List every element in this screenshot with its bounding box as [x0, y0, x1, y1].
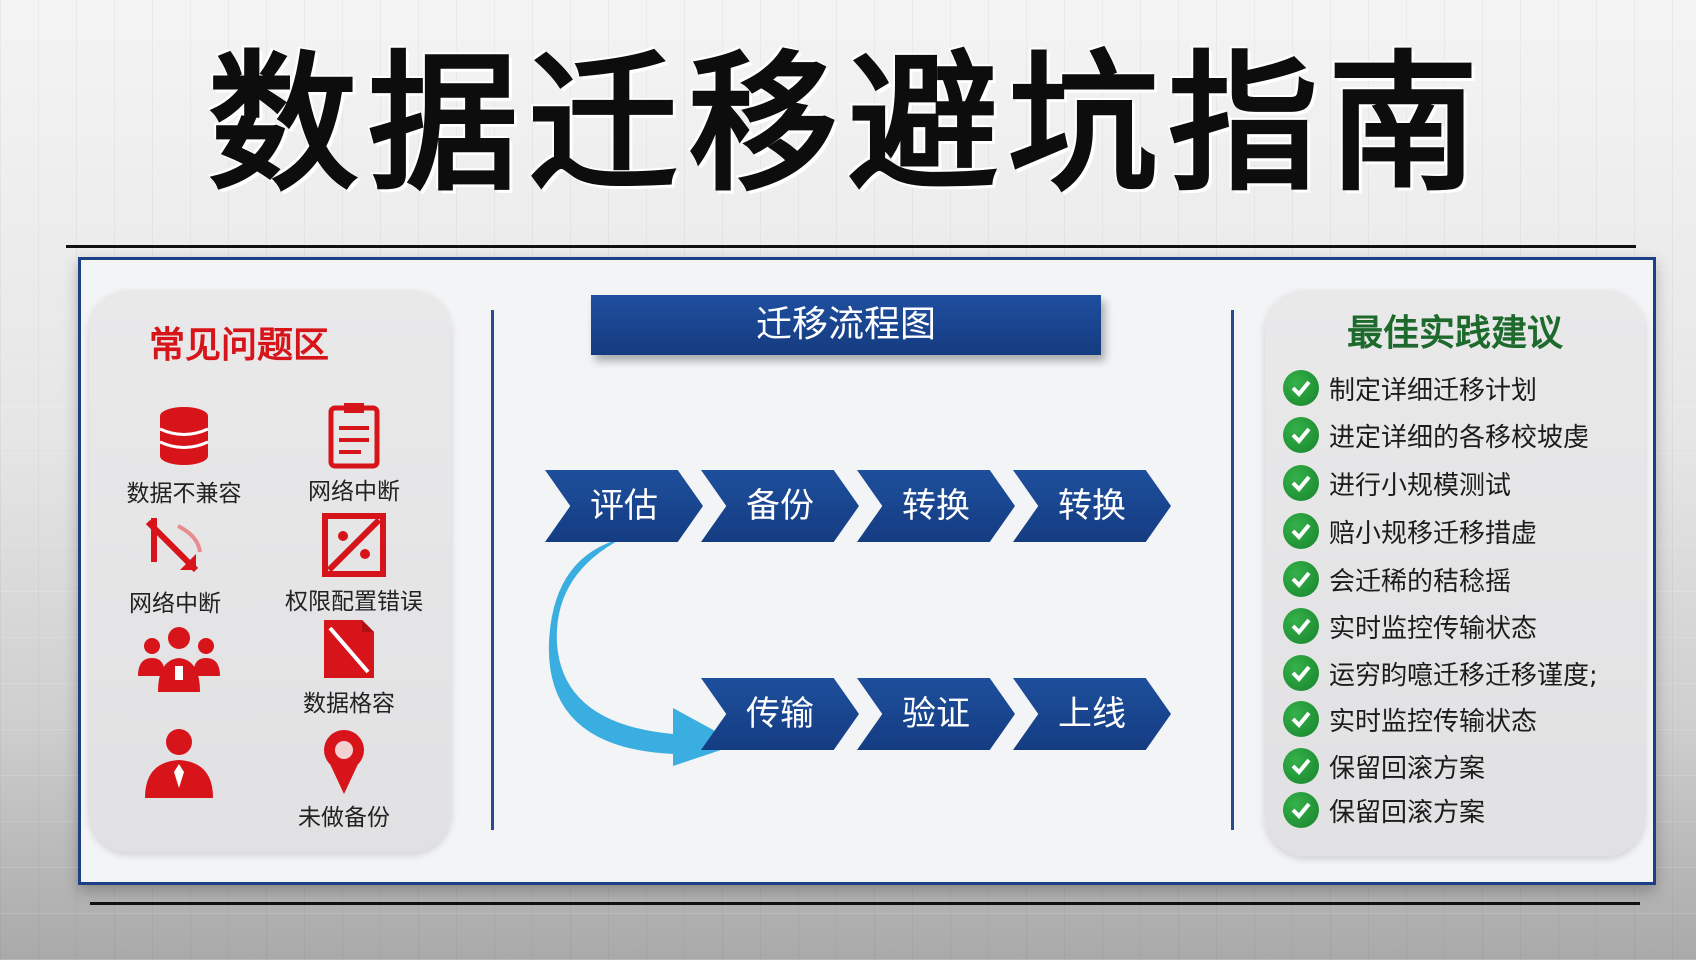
- tip-label: 保留回滚方案: [1329, 797, 1486, 828]
- issue-item: [89, 726, 269, 800]
- check-icon: [1283, 513, 1319, 549]
- bottom-rule: [90, 902, 1640, 905]
- flow-step-convert: 转换: [857, 470, 1015, 542]
- tip-item: 赔小规移迁移措虚: [1283, 511, 1643, 551]
- clipboard-icon: [328, 403, 380, 469]
- location-pin-icon: [324, 730, 364, 794]
- check-icon: [1283, 370, 1319, 406]
- main-title: 数据迁移避坑指南: [207, 38, 1488, 212]
- broken-link-icon: [145, 518, 202, 573]
- issue-item: 数据不兼容: [94, 402, 274, 508]
- issue-label: 网络中断: [129, 591, 221, 617]
- top-rule: [66, 245, 1636, 248]
- person-icon: [145, 729, 213, 798]
- tip-item: 进定详细的各移校坡虔: [1283, 415, 1643, 455]
- tip-label: 进行小规模测试: [1329, 470, 1512, 501]
- tip-label: 会迁稀的秸稔摇: [1329, 566, 1512, 597]
- check-icon: [1283, 655, 1319, 691]
- best-practices-title: 最佳实践建议: [1346, 313, 1563, 354]
- issue-item: 网络中断: [264, 400, 444, 506]
- flow-title: 迁移流程图: [591, 295, 1101, 355]
- issue-label: 未做备份: [298, 805, 390, 831]
- issue-item: 网络中断: [85, 512, 265, 618]
- tip-label: 赔小规移迁移措虚: [1329, 518, 1538, 549]
- issue-item: [89, 622, 269, 696]
- tip-item: 会迁稀的秸稔摇: [1283, 559, 1643, 599]
- flow-step-launch: 上线: [1013, 678, 1171, 750]
- tip-item: 运穷盷噫迁移迁移谨度;: [1283, 653, 1643, 693]
- check-icon: [1283, 417, 1319, 453]
- flow-step-evaluate: 评估: [545, 470, 703, 542]
- issue-item: 未做备份: [254, 726, 434, 832]
- check-icon: [1283, 465, 1319, 501]
- issue-label: 权限配置错误: [285, 589, 423, 615]
- content-panel: 常见问题区 数据不兼容 网络中断: [78, 257, 1656, 885]
- tip-label: 实时监控传输状态: [1329, 613, 1538, 644]
- tip-item: 实时监控传输状态: [1283, 606, 1643, 646]
- check-icon: [1283, 748, 1319, 784]
- issue-label: 网络中断: [308, 479, 400, 505]
- database-icon: [159, 407, 209, 465]
- check-icon: [1283, 608, 1319, 644]
- tip-item: 保留回滚方案: [1283, 790, 1643, 830]
- flow-step-convert-2: 转换: [1013, 470, 1171, 542]
- issue-item: 权限配置错误: [264, 510, 444, 616]
- issues-title: 常见问题区: [148, 325, 329, 366]
- permission-error-icon: [322, 513, 386, 577]
- left-divider: [491, 310, 494, 830]
- check-icon: [1283, 701, 1319, 737]
- right-divider: [1231, 310, 1234, 830]
- issue-label: 数据不兼容: [126, 481, 242, 507]
- common-issues-box: 常见问题区 数据不兼容 网络中断: [89, 290, 451, 852]
- tip-label: 运穷盷噫迁移迁移谨度;: [1329, 660, 1598, 691]
- tip-item: 进行小规模测试: [1283, 463, 1643, 503]
- best-practices-box: 最佳实践建议 制定详细迁移计划 进定详细的各移校坡虔 进行小规模测试 赔小规移迁…: [1265, 290, 1645, 856]
- document-error-icon: [324, 620, 374, 678]
- flow-step-transfer: 传输: [701, 678, 859, 750]
- team-icon: [138, 627, 220, 692]
- tip-item: 保留回滚方案: [1283, 746, 1643, 786]
- tip-item: 实时监控传输状态: [1283, 699, 1643, 739]
- flow-step-verify: 验证: [857, 678, 1015, 750]
- tip-label: 实时监控传输状态: [1329, 706, 1538, 737]
- tip-item: 制定详细迁移计划: [1283, 368, 1643, 408]
- tip-label: 保留回滚方案: [1329, 753, 1486, 784]
- issue-item: 数据格容: [259, 616, 439, 718]
- tip-label: 制定详细迁移计划: [1329, 375, 1538, 406]
- check-icon: [1283, 792, 1319, 828]
- check-icon: [1283, 561, 1319, 597]
- issue-label: 数据格容: [303, 691, 395, 717]
- flow-step-backup: 备份: [701, 470, 859, 542]
- tip-label: 进定详细的各移校坡虔: [1329, 422, 1590, 453]
